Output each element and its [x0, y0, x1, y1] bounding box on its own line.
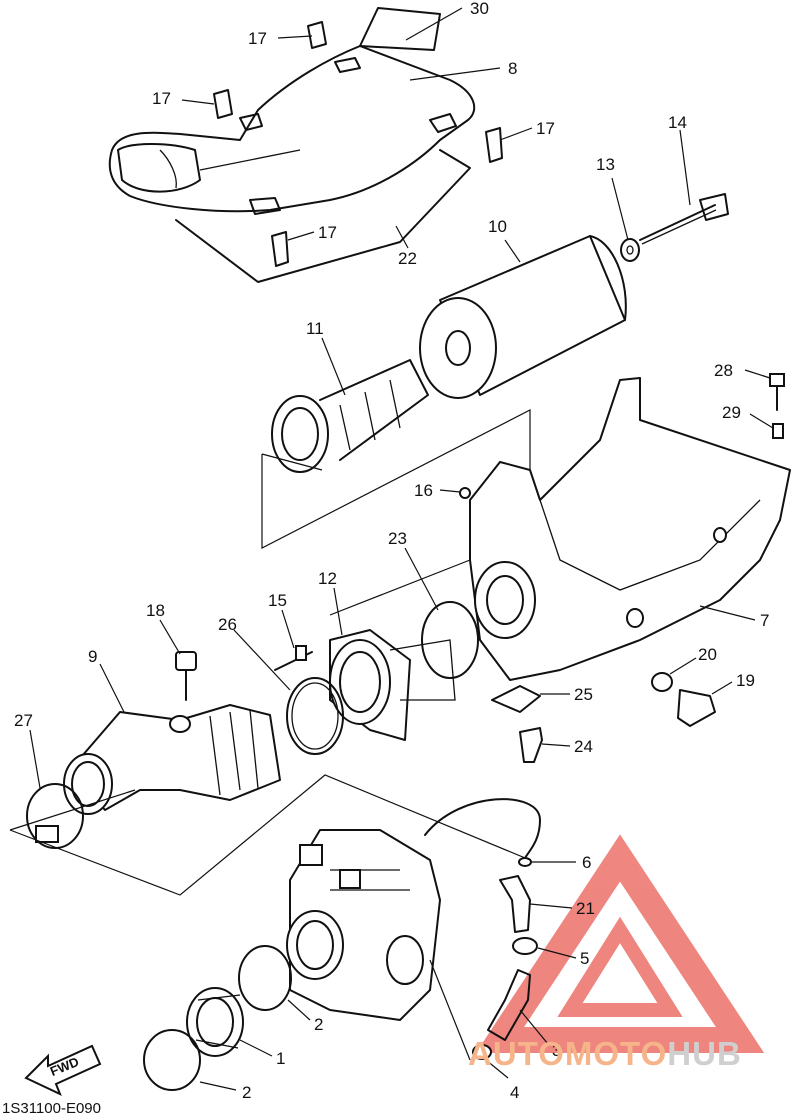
- callout-18: 18: [146, 601, 165, 620]
- callout-23: 23: [388, 529, 407, 548]
- callout-12: 12: [318, 569, 337, 588]
- callout-7: 7: [760, 611, 769, 630]
- callout-15: 15: [268, 591, 287, 610]
- part-29-collar: [772, 423, 784, 439]
- part-14-screw: [639, 193, 729, 245]
- callout-17-top: 17: [248, 29, 267, 48]
- callout-16: 16: [414, 481, 433, 500]
- part-5-clip: [512, 937, 538, 955]
- callout-28: 28: [714, 361, 733, 380]
- part-13-washer: [620, 238, 640, 262]
- part-18-cap: [175, 651, 197, 701]
- throttle-body-assembly: [286, 829, 441, 1021]
- watermark-text: AUTOMOTOHUB: [468, 1035, 742, 1073]
- part-17-clips: [213, 21, 503, 267]
- callout-6: 6: [582, 853, 591, 872]
- part-25-clip: [491, 685, 541, 713]
- part-2-clamp-lower: [143, 1029, 201, 1091]
- part-22-gasket: [175, 149, 471, 283]
- callout-5: 5: [580, 949, 589, 968]
- fwd-arrow: FWD: [24, 1044, 102, 1096]
- part-27-clamp: [26, 783, 84, 849]
- grouping-lines: [9, 409, 531, 1061]
- callout-3: 3: [552, 1041, 561, 1060]
- callout-9: 9: [88, 647, 97, 666]
- callout-8: 8: [508, 59, 517, 78]
- part-19-connector: [677, 689, 716, 727]
- part-7-air-cleaner-case: [469, 377, 791, 681]
- part-16-nut: [459, 487, 471, 499]
- callout-30: 30: [470, 0, 489, 18]
- part-2-clamp-upper: [238, 945, 292, 1011]
- part-9-intake-hose: [63, 704, 281, 815]
- part-24-drain-cap: [519, 727, 543, 763]
- part-21-breather-joint: [499, 875, 531, 933]
- part-6-breather-hose: [424, 798, 541, 867]
- callout-labels: 30 8 17 17 17 17 22 10 13 14 11 28 29 16…: [14, 0, 774, 1102]
- callout-27: 27: [14, 711, 33, 730]
- callout-11: 11: [306, 319, 324, 338]
- callout-26: 26: [218, 615, 237, 634]
- callout-2-upper: 2: [314, 1015, 323, 1034]
- part-26-clamp: [286, 677, 344, 755]
- part-30-label-sheet: [359, 7, 441, 51]
- watermark-logo: [475, 834, 765, 1053]
- watermark-text-hub: HUB: [667, 1035, 742, 1072]
- callout-4: 4: [510, 1083, 519, 1102]
- part-20-grommet: [651, 672, 673, 692]
- callout-14: 14: [668, 113, 687, 132]
- callout-2-lower: 2: [242, 1083, 251, 1102]
- part-23-seal-ring: [421, 601, 479, 679]
- callout-17-right: 17: [536, 119, 555, 138]
- part-8-air-cleaner-cover: [108, 45, 476, 215]
- part-3-hose: [487, 969, 531, 1041]
- part-11-filter-guide: [271, 359, 429, 473]
- part-10-filter-element: [419, 235, 627, 399]
- callout-21: 21: [576, 899, 595, 918]
- callout-1: 1: [276, 1049, 285, 1068]
- part-1-joint: [186, 987, 244, 1057]
- part-12-joint: [329, 629, 456, 741]
- part-15-bolt: [274, 645, 313, 671]
- part-4-clip: [472, 1044, 492, 1060]
- diagram-code: 1S31100-E090: [2, 1100, 101, 1117]
- part-28-bolt: [769, 373, 785, 411]
- callout-19: 19: [736, 671, 755, 690]
- callout-20: 20: [698, 645, 717, 664]
- callout-10: 10: [488, 217, 507, 236]
- callout-17-bottom: 17: [318, 223, 337, 242]
- watermark-text-automoto: AUTOMOTO: [468, 1035, 668, 1072]
- callout-22: 22: [398, 249, 417, 268]
- callout-17-left: 17: [152, 89, 171, 108]
- callout-29: 29: [722, 403, 741, 422]
- callout-13: 13: [596, 155, 615, 174]
- callout-25: 25: [574, 685, 593, 704]
- callout-24: 24: [574, 737, 593, 756]
